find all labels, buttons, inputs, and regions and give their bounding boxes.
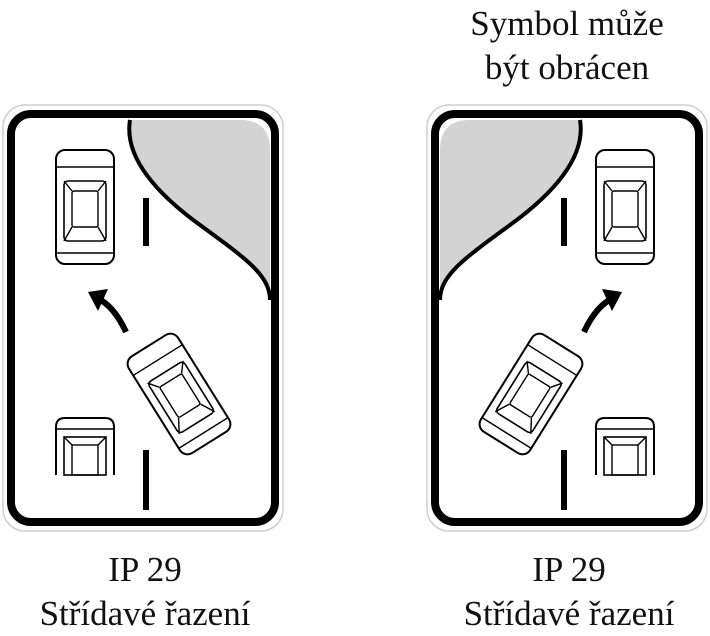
sign-ip29-right-drawing xyxy=(427,105,707,531)
mirror-note: Symbol může být obrácen xyxy=(424,2,710,90)
sign-left-name: Střídavé řazení xyxy=(39,594,251,633)
sign-left-code: IP 29 xyxy=(108,550,182,589)
sign-right-code: IP 29 xyxy=(532,550,606,589)
sign-ip29-right-mirrored xyxy=(427,105,707,531)
mirror-note-line-2: být obrácen xyxy=(484,48,650,87)
sign-right-name: Střídavé řazení xyxy=(463,594,675,633)
sign-ip29-left xyxy=(3,105,283,531)
sign-right-caption: IP 29 Střídavé řazení xyxy=(424,548,710,636)
mirror-note-line-1: Symbol může xyxy=(470,4,664,43)
sign-left-caption: IP 29 Střídavé řazení xyxy=(0,548,290,636)
sign-ip29-left-drawing xyxy=(3,105,283,531)
